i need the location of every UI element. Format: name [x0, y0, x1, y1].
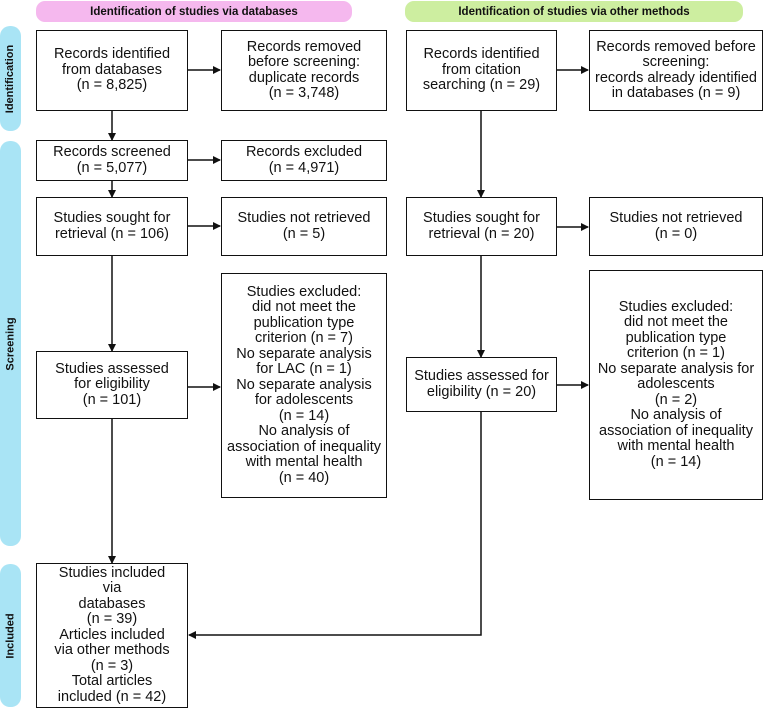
left-records-screened-box: Records screened (n = 5,077) [36, 140, 188, 181]
right-records-identified-box: Records identified from citation searchi… [406, 30, 557, 111]
left-records-excluded-text: Records excluded (n = 4,971) [245, 144, 363, 176]
left-studies-excluded-text: Studies excluded: did not meet the publi… [227, 283, 381, 486]
phase-included-label: Included [4, 612, 17, 659]
left-studies-not-retrieved-text: Studies not retrieved (n = 5) [237, 210, 371, 242]
header-databases-text: Identification of studies via databases [90, 5, 298, 18]
left-studies-assessed-text: Studies assessed for eligibility (n = 10… [55, 360, 169, 408]
studies-included-text: Studies included via databases (n = 39) … [54, 564, 170, 705]
phase-screening-label: Screening [4, 316, 17, 371]
right-studies-not-retrieved-text: Studies not retrieved (n = 0) [609, 210, 743, 242]
right-records-identified-text: Records identified from citation searchi… [422, 46, 541, 94]
studies-included-box: Studies included via databases (n = 39) … [36, 563, 188, 708]
right-studies-assessed-text: Studies assessed for eligibility (n = 20… [414, 368, 549, 400]
phase-screening: Screening [0, 141, 21, 546]
header-other-methods-text: Identification of studies via other meth… [458, 5, 690, 18]
right-studies-not-retrieved-box: Studies not retrieved (n = 0) [589, 197, 763, 256]
right-records-removed-text: Records removed before screening: record… [594, 38, 757, 101]
left-studies-sought-text: Studies sought for retrieval (n = 106) [53, 210, 171, 242]
arrow-right-assessed-to-included [188, 412, 482, 639]
right-studies-excluded-box: Studies excluded: did not meet the publi… [589, 270, 763, 500]
header-other-methods: Identification of studies via other meth… [405, 1, 743, 22]
right-studies-sought-box: Studies sought for retrieval (n = 20) [406, 197, 557, 256]
left-studies-excluded-box: Studies excluded: did not meet the publi… [221, 273, 387, 498]
right-studies-excluded-text: Studies excluded: did not meet the publi… [597, 298, 755, 470]
left-records-removed-text: Records removed before screening: duplic… [246, 38, 362, 101]
right-studies-assessed-box: Studies assessed for eligibility (n = 20… [406, 357, 557, 412]
left-records-identified-text: Records identified from databases (n = 8… [53, 46, 171, 94]
left-records-removed-box: Records removed before screening: duplic… [221, 30, 387, 111]
left-studies-assessed-box: Studies assessed for eligibility (n = 10… [36, 351, 188, 419]
right-records-removed-box: Records removed before screening: record… [589, 30, 763, 111]
phase-included: Included [0, 564, 21, 707]
left-records-identified-box: Records identified from databases (n = 8… [36, 30, 188, 111]
left-records-excluded-box: Records excluded (n = 4,971) [221, 140, 387, 181]
header-databases: Identification of studies via databases [36, 1, 352, 22]
phase-identification: Identification [0, 26, 21, 131]
left-studies-not-retrieved-box: Studies not retrieved (n = 5) [221, 197, 387, 256]
phase-identification-label: Identification [4, 44, 17, 113]
left-records-screened-text: Records screened (n = 5,077) [53, 144, 171, 176]
left-studies-sought-box: Studies sought for retrieval (n = 106) [36, 197, 188, 256]
right-studies-sought-text: Studies sought for retrieval (n = 20) [423, 210, 540, 242]
